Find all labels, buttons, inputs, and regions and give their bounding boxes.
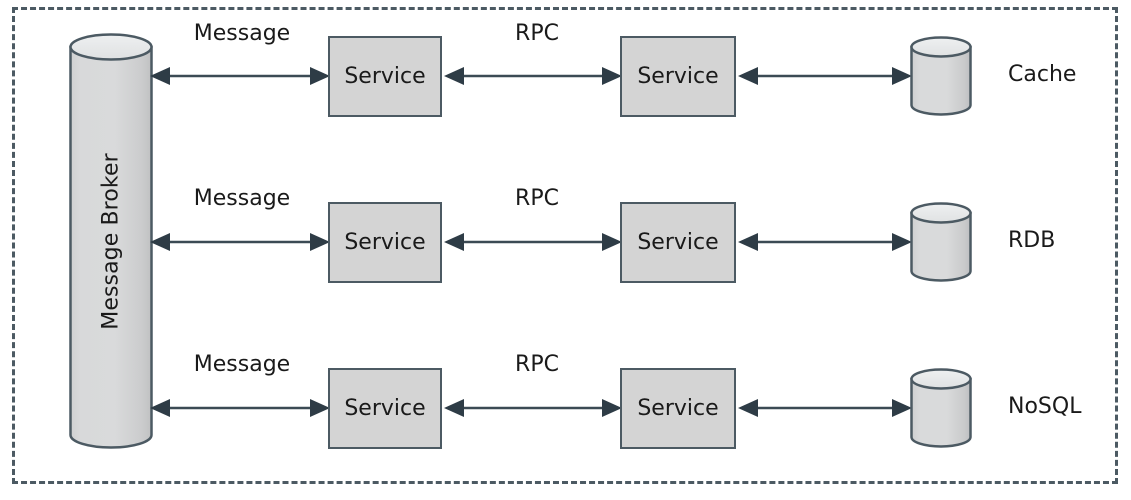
arrow-service-store-row-1: [738, 64, 912, 88]
arrow-service-service-row-2: [444, 230, 622, 254]
arrow-service-service-row-3: [444, 396, 622, 420]
service-label: Service: [637, 64, 719, 89]
message-broker-node[interactable]: Message Broker: [68, 33, 154, 449]
datastore-label-nosql: NoSQL: [1008, 394, 1082, 419]
service-node-row-2-right[interactable]: Service: [620, 202, 736, 283]
service-label: Service: [637, 230, 719, 255]
arrow-broker-service-row-2: [150, 230, 330, 254]
service-label: Service: [344, 396, 426, 421]
service-node-row-3-right[interactable]: Service: [620, 368, 736, 449]
service-label: Service: [344, 64, 426, 89]
arrow-broker-service-row-3: [150, 396, 330, 420]
service-node-row-2-left[interactable]: Service: [328, 202, 442, 283]
edge-label-rpc-row-1: RPC: [515, 21, 559, 46]
system-boundary: [12, 7, 1118, 484]
edge-label-message-row-1: Message: [193, 21, 291, 46]
edge-label-rpc-row-3: RPC: [515, 352, 559, 377]
datastore-node-nosql[interactable]: [909, 368, 973, 448]
datastore-node-rdb[interactable]: [909, 202, 973, 282]
datastore-label-cache: Cache: [1008, 62, 1077, 87]
service-label: Service: [637, 396, 719, 421]
arrow-broker-service-row-1: [150, 64, 330, 88]
edge-label-message-row-2: Message: [193, 186, 291, 211]
service-node-row-1-right[interactable]: Service: [620, 36, 736, 117]
service-node-row-1-left[interactable]: Service: [328, 36, 442, 117]
datastore-node-cache[interactable]: [909, 36, 973, 116]
datastore-label-rdb: RDB: [1008, 228, 1056, 253]
service-node-row-3-left[interactable]: Service: [328, 368, 442, 449]
arrow-service-store-row-3: [738, 396, 912, 420]
arrow-service-service-row-1: [444, 64, 622, 88]
edge-label-rpc-row-2: RPC: [515, 186, 559, 211]
service-label: Service: [344, 230, 426, 255]
edge-label-message-row-3: Message: [193, 352, 291, 377]
arrow-service-store-row-2: [738, 230, 912, 254]
